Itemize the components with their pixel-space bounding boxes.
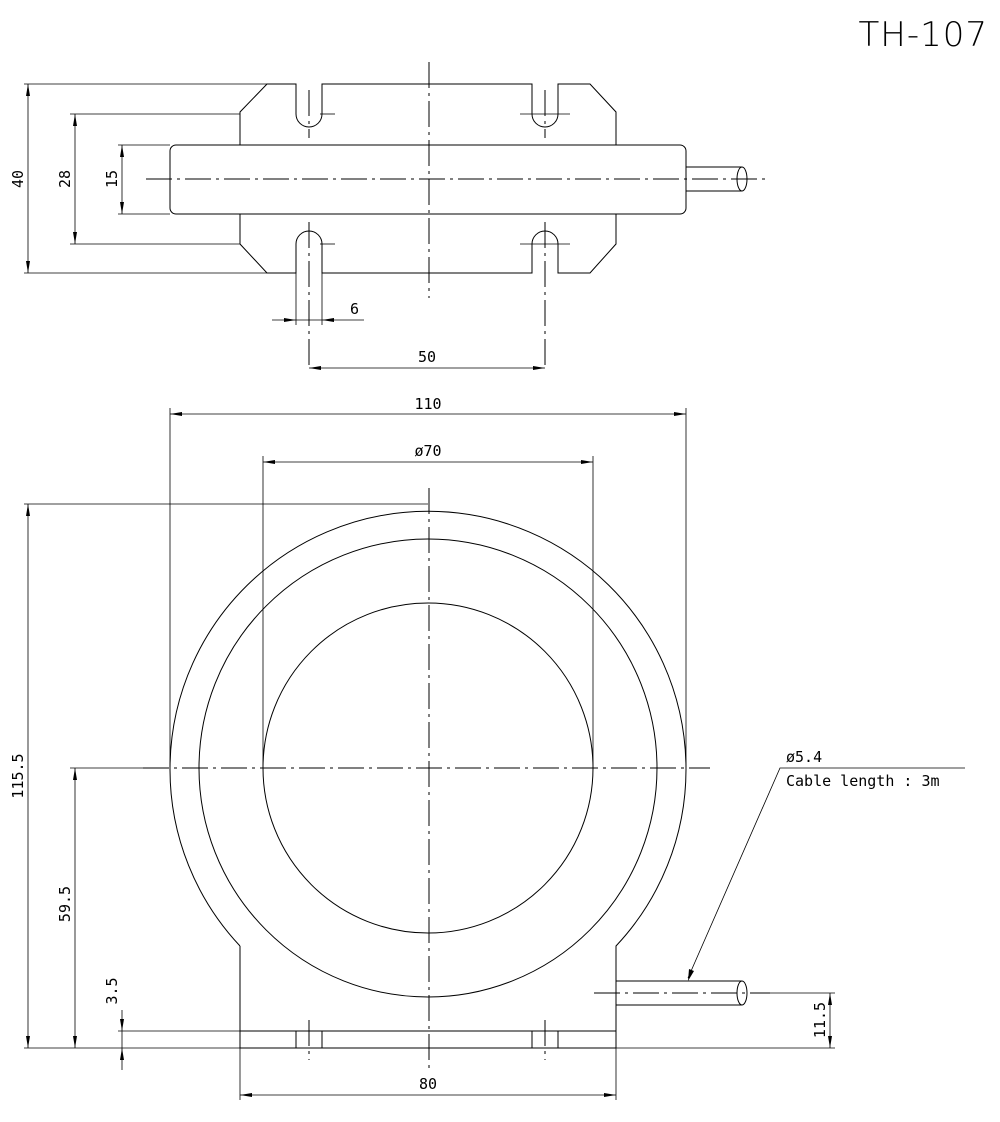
- cable-leader-line: [687, 767, 965, 979]
- arrow-59-bottom: [73, 1036, 77, 1048]
- arrow-40-top: [26, 84, 30, 96]
- cable-top: [686, 166, 742, 192]
- cable-length-label: Cable length : 3m: [786, 772, 940, 790]
- flange-lower-outline: [239, 214, 617, 274]
- dim-label-40: 40: [9, 170, 27, 188]
- top-view: 40 28 15 6 50: [9, 62, 765, 370]
- arrow-70-right: [581, 460, 593, 464]
- drawing-title: TH-107: [859, 15, 989, 55]
- dim-label-115-5: 115.5: [9, 753, 27, 798]
- arrow-110-left: [170, 412, 182, 416]
- arrow-35-top: [120, 1019, 124, 1031]
- arrow-59-top: [73, 768, 77, 780]
- arrow-115-bottom: [26, 1036, 30, 1048]
- arrow-15-top: [120, 145, 124, 157]
- arrow-80-left: [240, 1093, 252, 1097]
- flange-upper-outline: [239, 83, 617, 145]
- housing-outline: [169, 510, 687, 1049]
- dim-label-80: 80: [419, 1075, 437, 1093]
- arrow-28-bottom: [73, 232, 77, 244]
- arrow-80-right: [604, 1093, 616, 1097]
- front-view: 110 ø70 115.: [9, 395, 965, 1100]
- arrow-6-left: [284, 318, 296, 322]
- arrow-15-bottom: [120, 202, 124, 214]
- dim-label-6: 6: [350, 300, 359, 318]
- arrow-6-right: [322, 318, 334, 322]
- cable-front: [616, 980, 742, 1006]
- dim-label-110: 110: [414, 395, 441, 413]
- cable-diameter-label: ø5.4: [786, 748, 822, 766]
- arrow-50-left: [309, 366, 321, 370]
- arrow-cable-leader: [688, 969, 694, 981]
- dim-label-11-5: 11.5: [811, 1002, 829, 1038]
- arrow-28-top: [73, 114, 77, 126]
- arrow-50-right: [533, 366, 545, 370]
- dim-label-28: 28: [56, 170, 74, 188]
- arrow-115b-bottom: [828, 1036, 832, 1048]
- dim-label-70: ø70: [414, 442, 441, 460]
- arrow-70-left: [263, 460, 275, 464]
- arrow-115b-top: [828, 993, 832, 1005]
- arrow-40-bottom: [26, 261, 30, 273]
- arrow-110-right: [674, 412, 686, 416]
- dim-label-50: 50: [418, 348, 436, 366]
- arrow-115-top: [26, 504, 30, 516]
- arrow-35-bottom: [120, 1048, 124, 1060]
- dim-label-15: 15: [103, 170, 121, 188]
- dim-label-3-5: 3.5: [103, 977, 121, 1004]
- dim-label-59-5: 59.5: [56, 886, 74, 922]
